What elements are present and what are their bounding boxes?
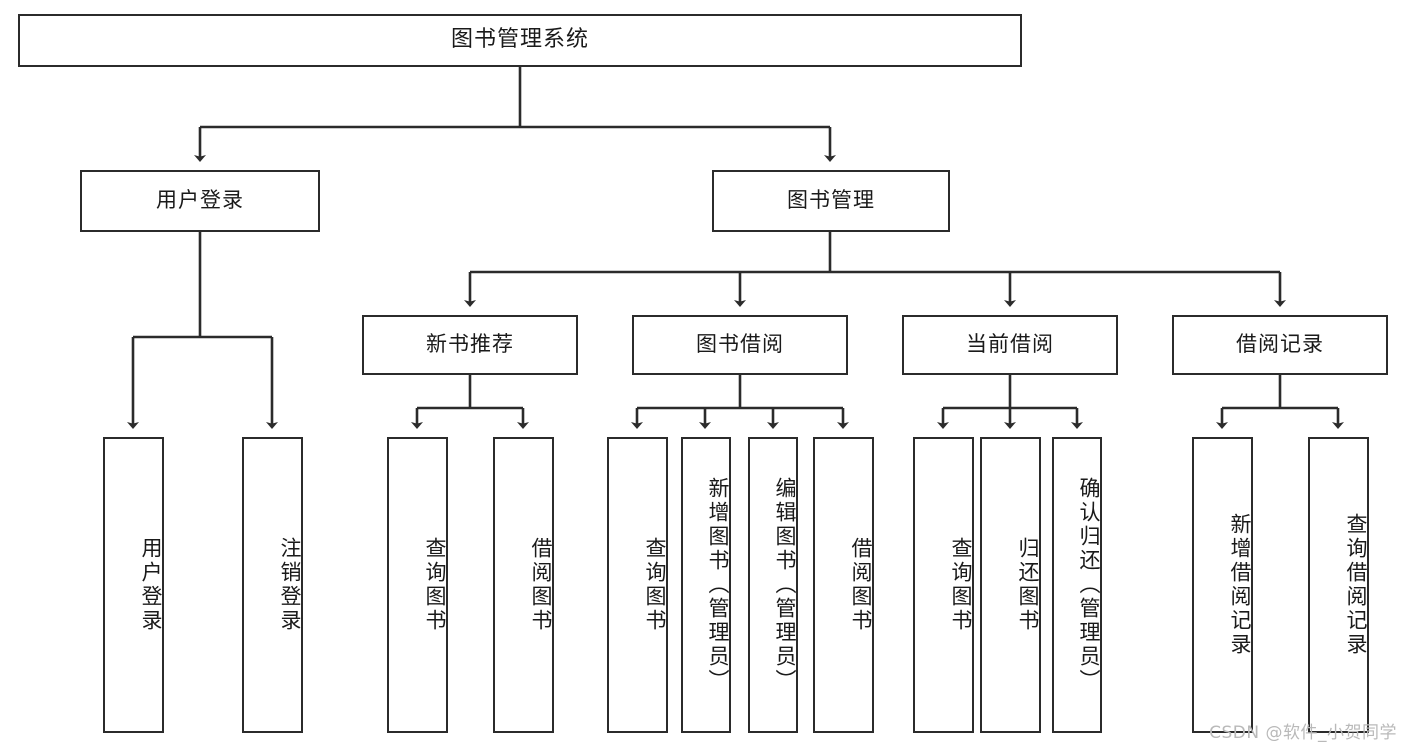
node-leaf-borrow-book-1[interactable]: 借阅图书 — [493, 437, 554, 733]
node-label: 查询图书 — [643, 537, 667, 633]
node-leaf-add-record[interactable]: 新增借阅记录 — [1192, 437, 1253, 733]
node-label: 查询借阅记录 — [1344, 513, 1368, 657]
node-current-borrow[interactable]: 当前借阅 — [902, 315, 1118, 375]
node-root-system[interactable]: 图书管理系统 — [18, 14, 1022, 67]
node-label: 编辑图书（管理员） — [773, 477, 797, 693]
node-leaf-confirm-return[interactable]: 确认归还（管理员） — [1052, 437, 1102, 733]
node-book-manage[interactable]: 图书管理 — [712, 170, 950, 232]
node-leaf-user-logout[interactable]: 注销登录 — [242, 437, 303, 733]
node-label: 用户登录 — [139, 537, 163, 633]
node-label: 查询图书 — [423, 537, 447, 633]
node-label: 用户登录 — [156, 188, 244, 213]
node-user-login[interactable]: 用户登录 — [80, 170, 320, 232]
node-label: 图书管理系统 — [450, 27, 589, 53]
watermark-text: CSDN @软件_小贺同学 — [1209, 723, 1397, 743]
node-label: 借阅图书 — [849, 537, 873, 633]
node-new-book-rec[interactable]: 新书推荐 — [362, 315, 578, 375]
node-borrow-record[interactable]: 借阅记录 — [1172, 315, 1388, 375]
node-label: 当前借阅 — [966, 332, 1054, 357]
node-leaf-return-book[interactable]: 归还图书 — [980, 437, 1041, 733]
node-label: 新增图书（管理员） — [706, 477, 730, 693]
node-leaf-user-login[interactable]: 用户登录 — [103, 437, 164, 733]
node-leaf-edit-book[interactable]: 编辑图书（管理员） — [748, 437, 798, 733]
node-label: 注销登录 — [278, 537, 302, 633]
node-label: 借阅图书 — [529, 537, 553, 633]
node-label: 图书管理 — [787, 188, 875, 213]
node-leaf-query-book-1[interactable]: 查询图书 — [387, 437, 448, 733]
node-leaf-query-record[interactable]: 查询借阅记录 — [1308, 437, 1369, 733]
node-label: 查询图书 — [949, 537, 973, 633]
node-label: 确认归还（管理员） — [1077, 477, 1101, 693]
node-leaf-add-book[interactable]: 新增图书（管理员） — [681, 437, 731, 733]
node-book-borrow[interactable]: 图书借阅 — [632, 315, 848, 375]
node-leaf-query-book-3[interactable]: 查询图书 — [913, 437, 974, 733]
node-label: 新书推荐 — [426, 332, 514, 357]
node-label: 归还图书 — [1016, 537, 1040, 633]
node-label: 借阅记录 — [1236, 332, 1324, 357]
node-label: 图书借阅 — [696, 332, 784, 357]
node-leaf-borrow-book-2[interactable]: 借阅图书 — [813, 437, 874, 733]
node-leaf-query-book-2[interactable]: 查询图书 — [607, 437, 668, 733]
node-label: 新增借阅记录 — [1228, 513, 1252, 657]
